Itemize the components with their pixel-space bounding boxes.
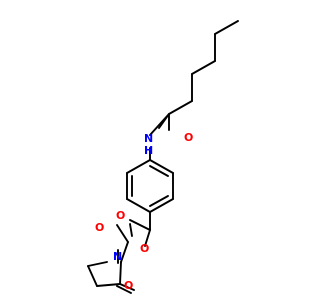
alkyl-chain <box>168 20 239 115</box>
succinimide-ring <box>87 224 135 294</box>
amide-group <box>149 113 170 161</box>
benzene-ring <box>126 159 174 213</box>
imide-n-label: N <box>113 250 122 263</box>
amide-n-label: N <box>144 132 153 145</box>
imide-o-top-label: O <box>95 221 104 234</box>
molecule-canvas: N H O O O N O O <box>87 20 239 294</box>
imide-o-bottom-label: O <box>124 279 133 292</box>
amide-o-label: O <box>184 131 193 144</box>
molecule-structure: N H O O O N O O <box>87 20 239 294</box>
ester-link-o-label: O <box>140 242 149 255</box>
ester-carbonyl-o-label: O <box>116 209 125 222</box>
amide-h-label: H <box>144 144 153 157</box>
ester-group <box>129 211 151 247</box>
